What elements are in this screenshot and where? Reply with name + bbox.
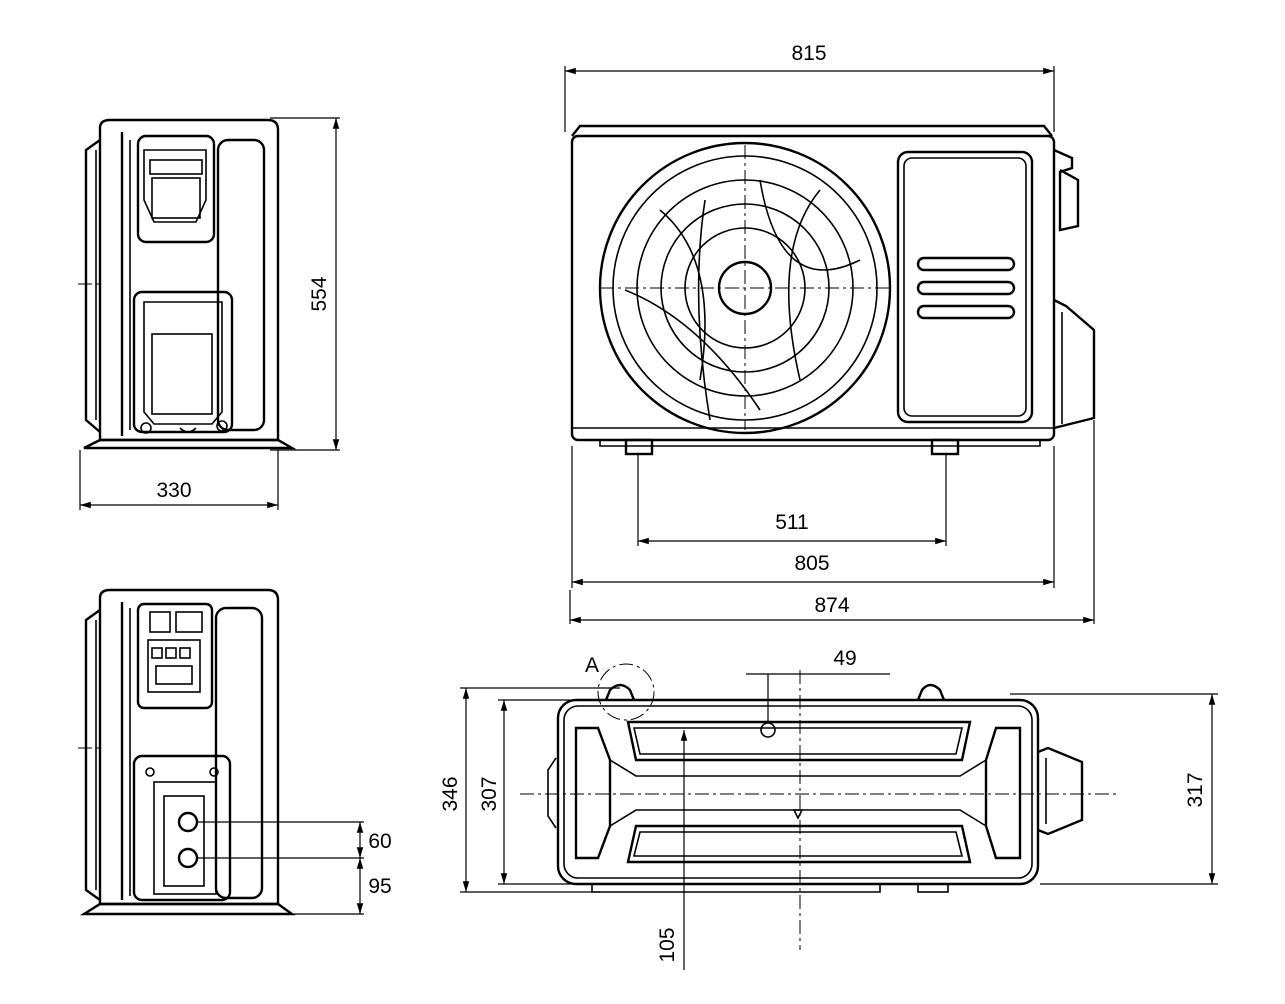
dim-554: 554 — [308, 276, 331, 311]
top-view — [460, 663, 1218, 970]
detail-label-a: A — [585, 654, 599, 677]
dim-317: 317 — [1184, 772, 1207, 807]
front-view — [564, 66, 1096, 624]
dim-874: 874 — [814, 594, 849, 617]
dim-95: 95 — [368, 875, 391, 898]
dim-815: 815 — [791, 42, 826, 65]
dim-346: 346 — [439, 776, 462, 811]
dim-105: 105 — [656, 927, 679, 962]
side-view-valve — [78, 588, 364, 916]
dim-307: 307 — [478, 776, 501, 811]
dim-49: 49 — [833, 647, 856, 670]
dim-805: 805 — [794, 552, 829, 575]
side-view-left — [78, 117, 340, 510]
dim-330: 330 — [156, 479, 191, 502]
dim-60: 60 — [368, 830, 391, 853]
dim-511: 511 — [775, 511, 808, 534]
